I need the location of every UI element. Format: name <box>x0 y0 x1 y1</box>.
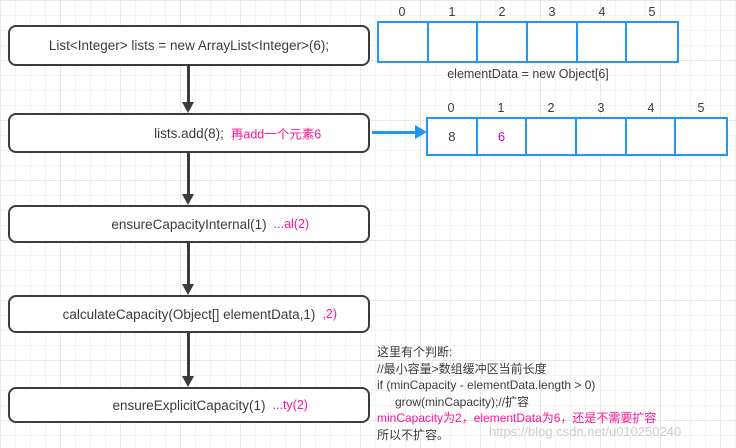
array-cell <box>379 23 429 61</box>
down-arrow-line <box>187 333 190 377</box>
flow-box-annotation: ...al(2) <box>273 217 310 231</box>
flow-box-arraylist-declaration: List<Integer> lists = new ArrayList<Inte… <box>8 25 370 66</box>
right-arrow-icon <box>415 125 427 139</box>
down-arrow-icon <box>182 194 194 205</box>
array-index: 2 <box>547 101 555 115</box>
array-index: 5 <box>648 5 656 19</box>
flow-box-ensure-explicit-capacity: ensureExplicitCapacity(1) ...ty(2) <box>8 387 370 423</box>
down-arrow-line <box>187 153 190 195</box>
flow-box-label: List<Integer> lists = new ArrayList<Inte… <box>48 38 330 53</box>
array-index: 5 <box>697 101 705 115</box>
array-index: 4 <box>598 5 606 19</box>
array-cell <box>577 119 627 154</box>
flow-box-annotation: ...ty(2) <box>272 398 308 412</box>
note-line: minCapacity为2，elementData为6，还是不需要扩容 <box>377 411 657 426</box>
flow-box-lists-add: lists.add(8); 再add一个元素6 <box>8 113 370 153</box>
array-index: 3 <box>597 101 605 115</box>
down-arrow-icon <box>182 102 194 113</box>
flow-box-label: calculateCapacity(Object[] elementData,1… <box>62 306 316 322</box>
array-caption: elementData = new Object[6] <box>447 67 609 81</box>
array-index: 0 <box>447 101 455 115</box>
array-index-row: 0 1 2 3 4 5 <box>377 3 679 21</box>
flow-box-calculate-capacity: calculateCapacity(Object[] elementData,1… <box>8 295 370 333</box>
array-index: 0 <box>398 5 406 19</box>
array-cell <box>627 23 678 61</box>
array-cell <box>527 119 578 154</box>
flow-box-label: ensureCapacityInternal(1) <box>111 216 267 232</box>
flow-box-ensure-capacity-internal: ensureCapacityInternal(1) ...al(2) <box>8 205 370 243</box>
array-cell <box>626 119 677 154</box>
array-index: 3 <box>548 5 556 19</box>
csdn-watermark: https://blog.csdn.net/u010250240 <box>489 424 682 439</box>
array-elementdata-after-add: 0 1 2 3 4 5 8 6 <box>426 99 728 156</box>
array-index: 1 <box>448 5 456 19</box>
array-cell <box>577 23 628 61</box>
note-line: 所以不扩容。 <box>377 427 450 442</box>
flow-box-label: ensureExplicitCapacity(1) <box>112 397 266 413</box>
down-arrow-icon <box>182 284 194 295</box>
array-index: 2 <box>498 5 506 19</box>
flow-box-annotation: ,2) <box>322 307 338 321</box>
flow-box-annotation: 再add一个元素6 <box>230 127 322 142</box>
array-cell: 8 <box>428 119 478 154</box>
array-cells: 8 6 <box>426 117 728 156</box>
array-index: 4 <box>647 101 655 115</box>
flow-box-label: lists.add(8); <box>154 125 224 141</box>
note-line: if (minCapacity - elementData.length > 0… <box>377 378 596 393</box>
judgement-note: 这里有个判断: //最小容量>数组缓冲区当前长度 if (minCapacity… <box>377 344 733 444</box>
array-cell <box>478 23 529 61</box>
array-elementdata-empty: 0 1 2 3 4 5 elementData = new Object[6] <box>377 3 679 81</box>
right-arrow-line <box>372 131 417 134</box>
array-cell <box>528 23 578 61</box>
down-arrow-line <box>187 243 190 285</box>
array-cell <box>428 23 479 61</box>
down-arrow-line <box>187 66 190 103</box>
down-arrow-icon <box>182 376 194 387</box>
array-index-row: 0 1 2 3 4 5 <box>426 99 728 117</box>
array-cell: 6 <box>477 119 528 154</box>
array-index: 1 <box>497 101 505 115</box>
note-line: 这里有个判断: <box>377 345 453 359</box>
array-cells <box>377 21 679 63</box>
note-line: grow(minCapacity);//扩容 <box>395 394 530 409</box>
array-cell <box>676 119 727 154</box>
note-line: //最小容量>数组缓冲区当前长度 <box>377 361 547 376</box>
